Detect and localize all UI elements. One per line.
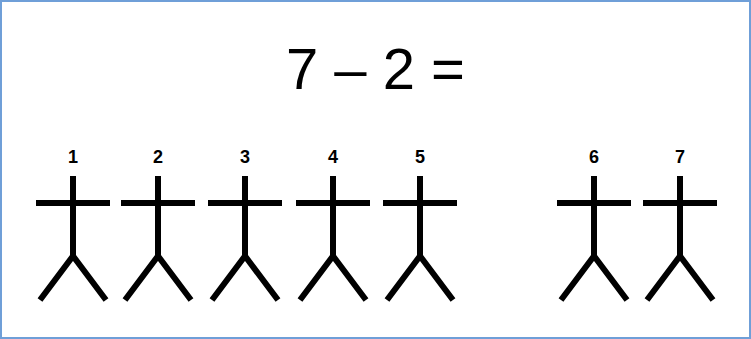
figure-number: 1 — [68, 148, 78, 166]
stick-figure — [643, 176, 717, 300]
stick-figure — [36, 176, 110, 300]
stick-figure — [296, 176, 370, 300]
figure-number: 7 — [675, 148, 685, 166]
figure-number: 6 — [589, 148, 599, 166]
stick-figure — [121, 176, 195, 300]
figure-number: 4 — [328, 148, 338, 166]
stick-figure — [208, 176, 282, 300]
figure-number: 3 — [240, 148, 250, 166]
stick-figure — [383, 176, 457, 300]
figure-number: 2 — [153, 148, 163, 166]
equation-title: 7 – 2 = — [0, 40, 751, 98]
stick-figure — [557, 176, 631, 300]
figure-number: 5 — [415, 148, 425, 166]
